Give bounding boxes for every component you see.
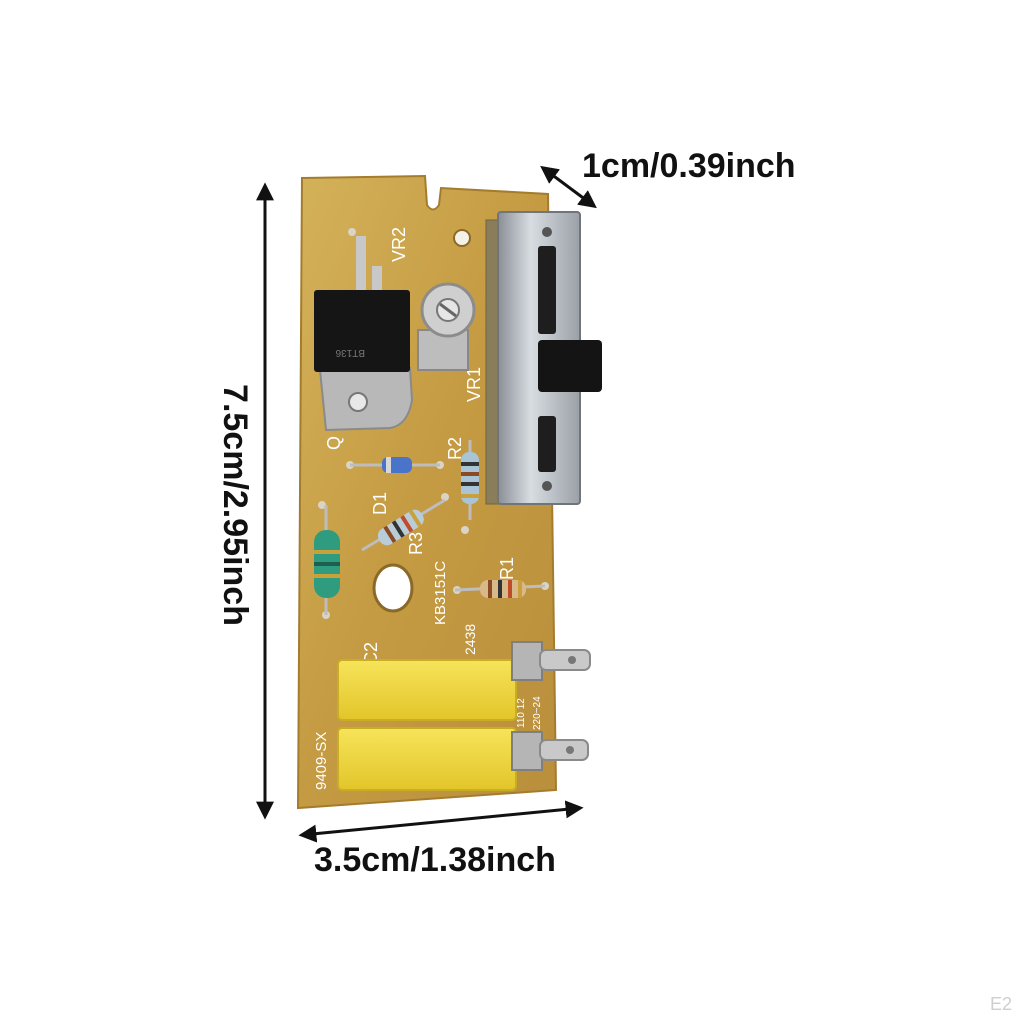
width-arrow (298, 800, 584, 843)
silk-board-code: 9409-SX (313, 732, 330, 790)
slider-width-arrow (540, 165, 597, 209)
silk-r1: R1 (497, 557, 517, 580)
silk-voltage2: 220~24 (532, 696, 543, 730)
height-dimension-label: 7.5cm/2.95inch (216, 384, 254, 626)
resistor-r3 (361, 498, 446, 552)
watermark: E2 (990, 994, 1013, 1014)
slide-potentiometer (485, 211, 602, 505)
silk-d1: D1 (370, 492, 390, 515)
resistor-r1 (454, 580, 546, 598)
triac-component: BT136 (314, 236, 414, 432)
silk-r2: R2 (445, 437, 465, 460)
silk-q: Q (324, 436, 344, 450)
terminal-lower (511, 731, 589, 771)
capacitor-lower (337, 727, 517, 791)
silk-date-code: 2438 (462, 624, 478, 655)
trimmer-potentiometer (417, 282, 476, 371)
triac-marking: BT136 (335, 347, 365, 358)
slider-dimension-label: 1cm/0.39inch (582, 147, 796, 185)
terminal-upper (511, 641, 591, 681)
capacitor-upper (337, 659, 517, 721)
silk-vr1: VR1 (464, 367, 484, 402)
silk-vr2: VR2 (389, 227, 409, 262)
diode-d1 (350, 457, 440, 473)
silk-voltage: 110 12 (516, 698, 527, 728)
silk-model: KB3151C (432, 561, 449, 625)
silk-r3: R3 (406, 532, 426, 555)
inductor-l (314, 505, 340, 615)
width-dimension-label: 3.5cm/1.38inch (314, 841, 556, 879)
resistor-r2 (461, 440, 479, 520)
